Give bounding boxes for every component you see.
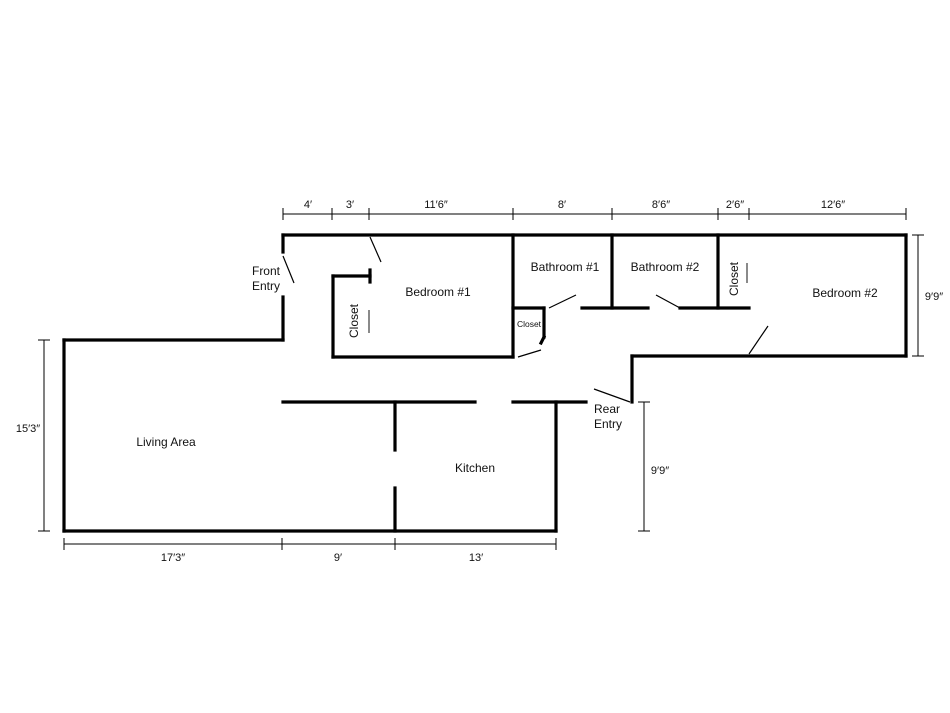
dim-bottom-1: 17′3″ — [161, 552, 185, 564]
front-entry-door — [282, 255, 295, 284]
small-closet-door — [517, 349, 542, 358]
bedroom-2-label: Bedroom #2 — [812, 286, 878, 300]
bathroom-1-door — [548, 294, 577, 309]
dim-top-2: 3′ — [346, 199, 354, 211]
bedroom-2-door — [748, 325, 769, 355]
dim-top-4: 8′ — [558, 199, 566, 211]
dim-left: 15′3″ — [16, 423, 40, 435]
doors — [282, 236, 769, 403]
left-dimension-line: 15′3″ — [16, 339, 50, 532]
dim-top-3: 11′6″ — [424, 199, 448, 211]
closet-bedroom-1-label: Closet — [347, 303, 361, 338]
bathroom-2-door — [655, 294, 681, 309]
dim-bottom-2: 9′ — [334, 552, 342, 564]
bathroom-1-label: Bathroom #1 — [531, 260, 600, 274]
bathroom-2-label: Bathroom #2 — [631, 260, 700, 274]
closet-bedroom-2-label: Closet — [727, 261, 741, 296]
bottom-dimension-line: 17′3″ 9′ 13′ — [63, 538, 557, 564]
front-entry-label: Front — [252, 264, 281, 278]
dim-top-1: 4′ — [304, 199, 312, 211]
dim-top-6: 2′6″ — [726, 199, 744, 211]
closet-small-label: Closet — [517, 319, 542, 329]
dim-top-7: 12′6″ — [821, 199, 845, 211]
dim-bottom-3: 13′ — [469, 552, 483, 564]
top-dimension-line: 4′ 3′ 11′6″ 8′ 8′6″ 2′6″ 12′6″ — [282, 199, 907, 220]
right-dimension-line: 9′9″ — [912, 234, 943, 357]
rear-entry-label: Rear — [594, 402, 620, 416]
dim-right: 9′9″ — [925, 291, 943, 303]
walls — [62, 233, 908, 533]
dim-rear: 9′9″ — [651, 465, 669, 477]
rear-entry-label-line-2: Entry — [594, 417, 622, 431]
front-entry-label-line-2: Entry — [252, 279, 280, 293]
living-area-label: Living Area — [136, 435, 196, 449]
bedroom-1-door — [369, 236, 382, 263]
kitchen-label: Kitchen — [455, 461, 495, 475]
dim-top-5: 8′6″ — [652, 199, 670, 211]
rear-entry-door — [593, 388, 631, 403]
room-labels: Front Entry Bedroom #1 Closet Bathroom #… — [136, 260, 878, 475]
bedroom-1-label: Bedroom #1 — [405, 285, 471, 299]
rear-dimension-line: 9′9″ — [638, 401, 669, 532]
